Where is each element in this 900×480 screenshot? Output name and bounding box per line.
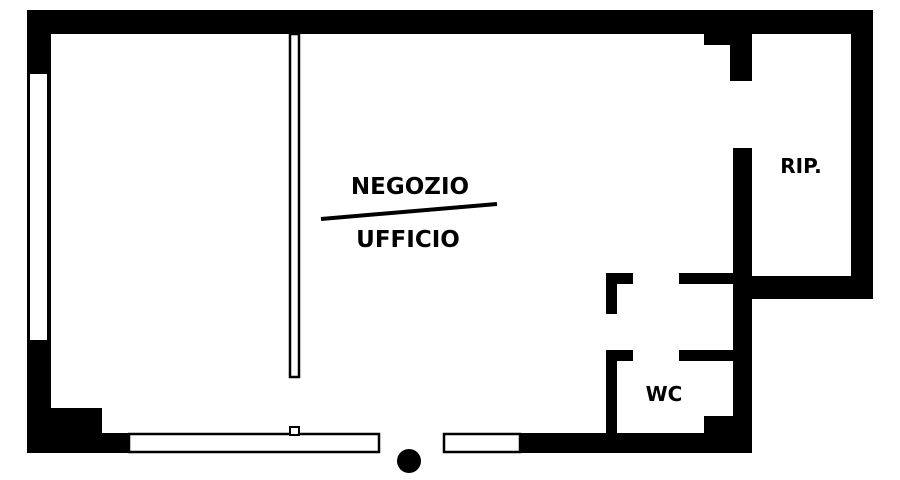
wall-wc-left-lower bbox=[606, 350, 617, 453]
wall-wc-top-left bbox=[606, 273, 633, 284]
window-mullion bbox=[289, 426, 300, 436]
wall-wc-top-right bbox=[679, 273, 752, 284]
wall-wc-middle-left bbox=[606, 350, 633, 361]
wall-corner-wc bbox=[704, 416, 752, 453]
glass-partition bbox=[288, 32, 301, 379]
wall-right-wc bbox=[733, 276, 752, 453]
entrance-dot bbox=[397, 449, 421, 473]
wall-wc-left-upper bbox=[606, 273, 617, 314]
wall-wc-middle-right bbox=[679, 350, 752, 361]
wall-bottom-right bbox=[519, 433, 752, 453]
window-bottom-right bbox=[442, 432, 522, 454]
window-bottom-left bbox=[127, 432, 381, 454]
room-label-wc: WC bbox=[646, 382, 683, 406]
wall-right-storage bbox=[851, 10, 873, 299]
room-label-ripostiglio: RIP. bbox=[780, 154, 821, 178]
wall-bottom-left bbox=[27, 433, 130, 453]
room-label-ufficio: UFFICIO bbox=[356, 227, 460, 253]
room-label-negozio: NEGOZIO bbox=[351, 174, 469, 200]
wall-storage-partition-lower bbox=[733, 148, 752, 298]
wall-storage-bottom bbox=[733, 276, 873, 299]
window-left bbox=[28, 72, 49, 342]
wall-storage-partition-notch bbox=[704, 24, 752, 45]
label-divider-line bbox=[320, 202, 498, 221]
